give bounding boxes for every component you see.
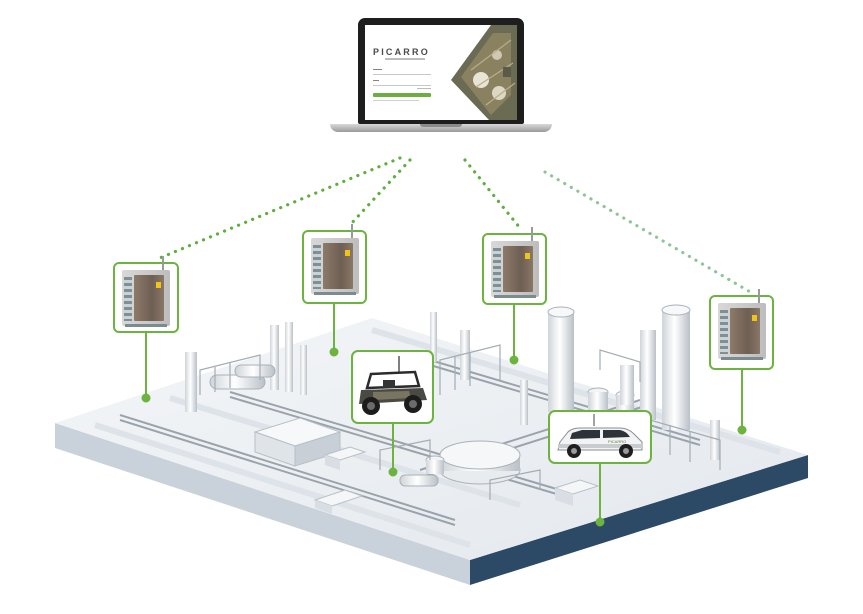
gas-analyzer-cabinet-icon	[122, 256, 170, 327]
suv-vehicle-icon: PICARRO	[557, 414, 643, 458]
vehicle-brand-label: PICARRO	[608, 439, 626, 444]
login-footer-text	[373, 100, 419, 101]
username-field[interactable]	[373, 71, 431, 75]
utv-vehicle-icon	[359, 356, 427, 415]
sensor-card-3[interactable]	[482, 227, 547, 305]
forgot-password-link[interactable]	[417, 88, 431, 89]
platform-left-side	[55, 423, 470, 585]
buildings	[253, 417, 600, 514]
username-label: ▬▬▬	[373, 67, 382, 71]
password-field[interactable]	[373, 82, 431, 86]
login-button[interactable]	[373, 93, 431, 97]
gas-analyzer-cabinet-icon	[718, 289, 766, 360]
platform-right-side	[470, 455, 808, 585]
laptop-base	[330, 124, 552, 132]
utv-vehicle-card[interactable]	[351, 350, 434, 424]
password-label: ▬▬	[373, 78, 379, 82]
connection-line-4	[543, 170, 754, 295]
gas-analyzer-cabinet-icon	[491, 227, 539, 298]
connection-line-3	[463, 158, 522, 230]
callout-leaders	[141, 304, 747, 527]
structural-frames	[199, 344, 721, 500]
sensor-card-4[interactable]	[709, 289, 774, 370]
gas-analyzer-cabinet-icon	[311, 224, 359, 295]
laptop-screen: PICARRO ▬▬▬ ▬▬	[365, 25, 517, 120]
brand-tagline	[385, 58, 425, 60]
connection-line-1	[153, 156, 402, 262]
wireless-connections	[153, 156, 754, 295]
connection-line-2	[348, 158, 412, 227]
sensor-card-1[interactable]	[113, 256, 179, 333]
process-columns	[185, 304, 720, 460]
sensor-card-2[interactable]	[302, 224, 367, 304]
brand-logo: PICARRO	[373, 47, 430, 57]
suv-vehicle-card[interactable]: PICARRO	[548, 410, 652, 464]
laptop-notch	[420, 124, 462, 127]
aerial-refinery-photo	[451, 25, 517, 120]
storage-tanks	[425, 387, 635, 485]
